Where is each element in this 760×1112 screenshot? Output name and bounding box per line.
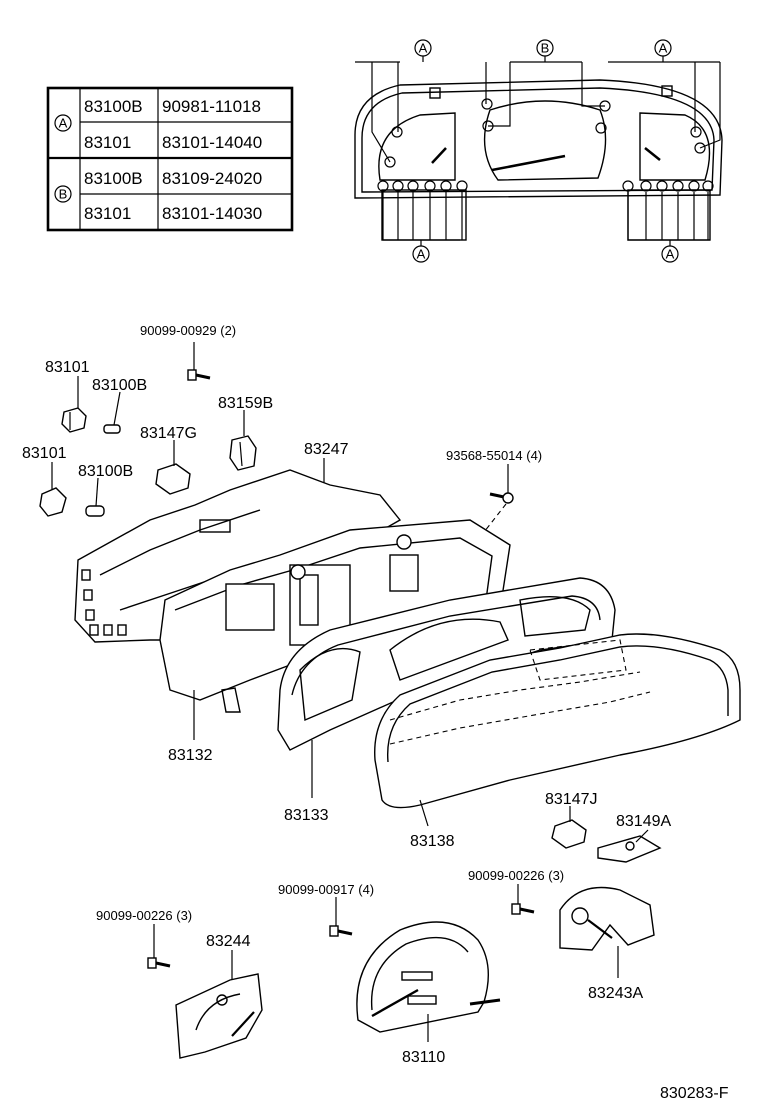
table-cell: 83100B bbox=[84, 169, 143, 188]
marker-right-bottom: A bbox=[666, 247, 675, 262]
table-symbol-a-icon bbox=[54, 114, 72, 132]
table-cell: 83101 bbox=[84, 133, 131, 152]
table-symbol-a: A bbox=[59, 116, 68, 131]
table-cell: 83101 bbox=[84, 204, 131, 223]
label-screw-90099-00226-right: 90099-00226 (3) bbox=[468, 868, 564, 883]
circuit-board-icon bbox=[597, 835, 662, 863]
temperature-gauge-icon bbox=[559, 886, 655, 951]
label-83138: 83138 bbox=[410, 833, 455, 850]
table-cell: 83100B bbox=[84, 97, 143, 116]
cluster-lens bbox=[374, 633, 741, 809]
label-screw-93568-55014: 93568-55014 (4) bbox=[446, 448, 542, 463]
bulb-socket-icon bbox=[61, 407, 87, 433]
label-83100b-b: 83100B bbox=[78, 463, 133, 480]
meter-housing bbox=[277, 577, 616, 751]
label-83147j: 83147J bbox=[545, 791, 598, 808]
bulb-icon bbox=[103, 424, 121, 434]
label-83101-b: 83101 bbox=[22, 445, 67, 462]
screw-icon bbox=[187, 369, 211, 381]
cluster-case bbox=[159, 519, 511, 713]
label-83110: 83110 bbox=[402, 1049, 445, 1066]
table-symbol-b-icon bbox=[54, 185, 72, 203]
label-83101-a: 83101 bbox=[45, 359, 90, 376]
screw-icon bbox=[329, 925, 353, 937]
speedometer-icon bbox=[356, 921, 501, 1033]
table-cell: 83101-14030 bbox=[162, 204, 262, 223]
label-83247: 83247 bbox=[304, 441, 349, 458]
figure-code: 830283-F bbox=[660, 1085, 729, 1102]
part-labels: 90099-00929 (2) 83101 83100B 83159B 8314… bbox=[22, 323, 729, 1102]
label-screw-90099-00226-left: 90099-00226 (3) bbox=[96, 908, 192, 923]
marker-left-bottom: A bbox=[417, 247, 426, 262]
marker-center-top: B bbox=[541, 41, 550, 56]
small-parts bbox=[39, 342, 514, 551]
label-83132: 83132 bbox=[168, 747, 213, 764]
lower-parts bbox=[147, 806, 662, 1059]
label-83159b: 83159B bbox=[218, 395, 273, 412]
screw-icon bbox=[489, 492, 514, 504]
marker-right-top: A bbox=[659, 41, 668, 56]
fuel-gauge-icon bbox=[175, 973, 263, 1059]
screw-icon bbox=[147, 957, 171, 969]
bulb-icon bbox=[85, 505, 105, 517]
label-83147g: 83147G bbox=[140, 425, 197, 442]
label-screw-90099-00929: 90099-00929 (2) bbox=[140, 323, 236, 338]
connector-icon bbox=[551, 819, 587, 849]
cluster-back-view: A B A A A bbox=[354, 39, 723, 263]
switch-icon bbox=[229, 435, 257, 471]
table-cell: 83101-14040 bbox=[162, 133, 262, 152]
label-83149a: 83149A bbox=[616, 813, 671, 830]
label-83133: 83133 bbox=[284, 807, 329, 824]
table-symbol-b: B bbox=[59, 187, 68, 202]
connector-icon bbox=[155, 463, 191, 495]
marker-left-top: A bbox=[419, 41, 428, 56]
screw-icon bbox=[511, 903, 535, 915]
printed-circuit-plate bbox=[74, 469, 402, 643]
bulb-socket-icon bbox=[39, 487, 67, 517]
socket-markers bbox=[377, 98, 714, 192]
table-cell: 90981-11018 bbox=[162, 97, 261, 116]
label-screw-90099-00917: 90099-00917 (4) bbox=[278, 882, 374, 897]
table-cell: 83109-24020 bbox=[162, 169, 262, 188]
bulb-socket-table: A B 83100B 90981-11018 83101 83101-14040… bbox=[46, 86, 294, 232]
label-83100b-a: 83100B bbox=[92, 377, 147, 394]
label-83243a: 83243A bbox=[588, 985, 643, 1002]
label-83244: 83244 bbox=[206, 933, 251, 950]
